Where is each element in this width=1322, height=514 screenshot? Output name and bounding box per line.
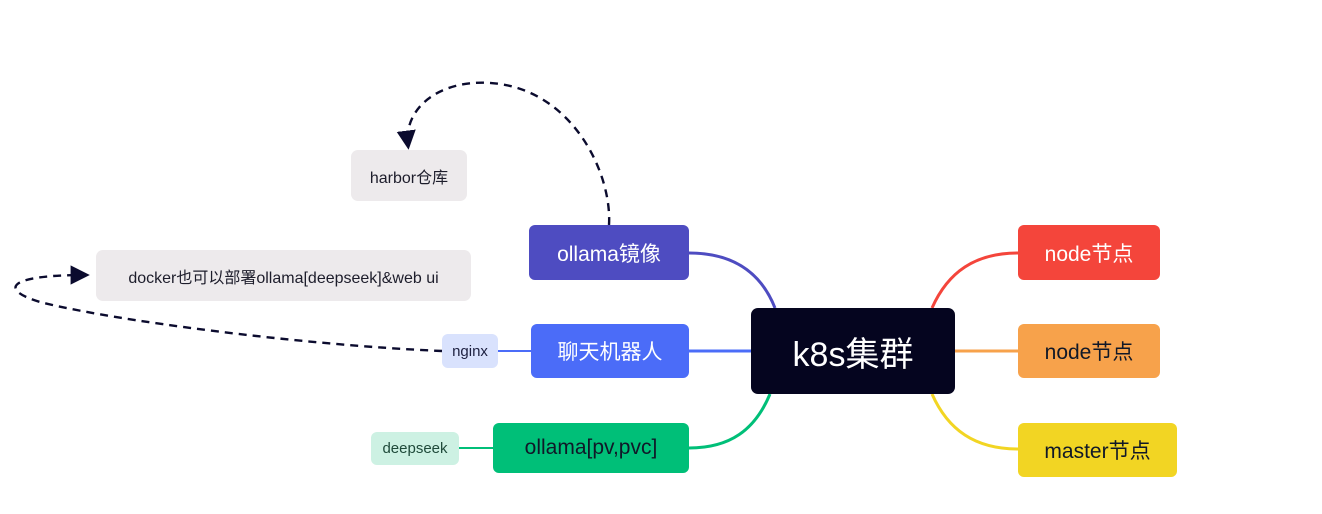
branch-label: node节点	[1044, 341, 1134, 364]
leaf-node-nginx[interactable]: nginx	[442, 334, 498, 368]
leaf-node-deepseek[interactable]: deepseek	[371, 432, 459, 465]
edge-root-master	[930, 393, 1019, 451]
leaf-node-docker[interactable]: docker也可以部署ollama[deepseek]&web ui	[96, 250, 471, 301]
root-node[interactable]: k8s集群	[751, 308, 955, 394]
branch-label: node节点	[1044, 242, 1134, 266]
branch-node-chatbot[interactable]: 聊天机器人	[531, 324, 689, 378]
leaf-label: harbor仓库	[369, 169, 449, 187]
branch-node-ollama-image[interactable]: ollama镜像	[529, 225, 689, 280]
branch-label: master节点	[1044, 440, 1151, 463]
leaf-node-harbor[interactable]: harbor仓库	[351, 150, 467, 201]
dashed-link-ollama-image-harbor	[396, 81, 611, 226]
edge-root-ollama-pv	[688, 393, 772, 450]
branch-label: ollama镜像	[557, 242, 661, 266]
branch-node-node-2[interactable]: node节点	[1018, 324, 1160, 378]
leaf-label: docker也可以部署ollama[deepseek]&web ui	[128, 269, 439, 287]
root-node-label: k8s集群	[792, 335, 914, 374]
branch-node-ollama-pv[interactable]: ollama[pv,pvc]	[493, 423, 689, 473]
branch-node-master[interactable]: master节点	[1018, 423, 1177, 477]
leaf-label: deepseek	[382, 440, 448, 457]
edge-root-node1	[930, 251, 1019, 309]
branch-label: ollama[pv,pvc]	[524, 436, 658, 459]
edge-root-ollama-image	[688, 251, 777, 309]
leaf-label: nginx	[452, 342, 488, 360]
branch-node-node-1[interactable]: node节点	[1018, 225, 1160, 280]
branch-label: 聊天机器人	[557, 341, 663, 364]
